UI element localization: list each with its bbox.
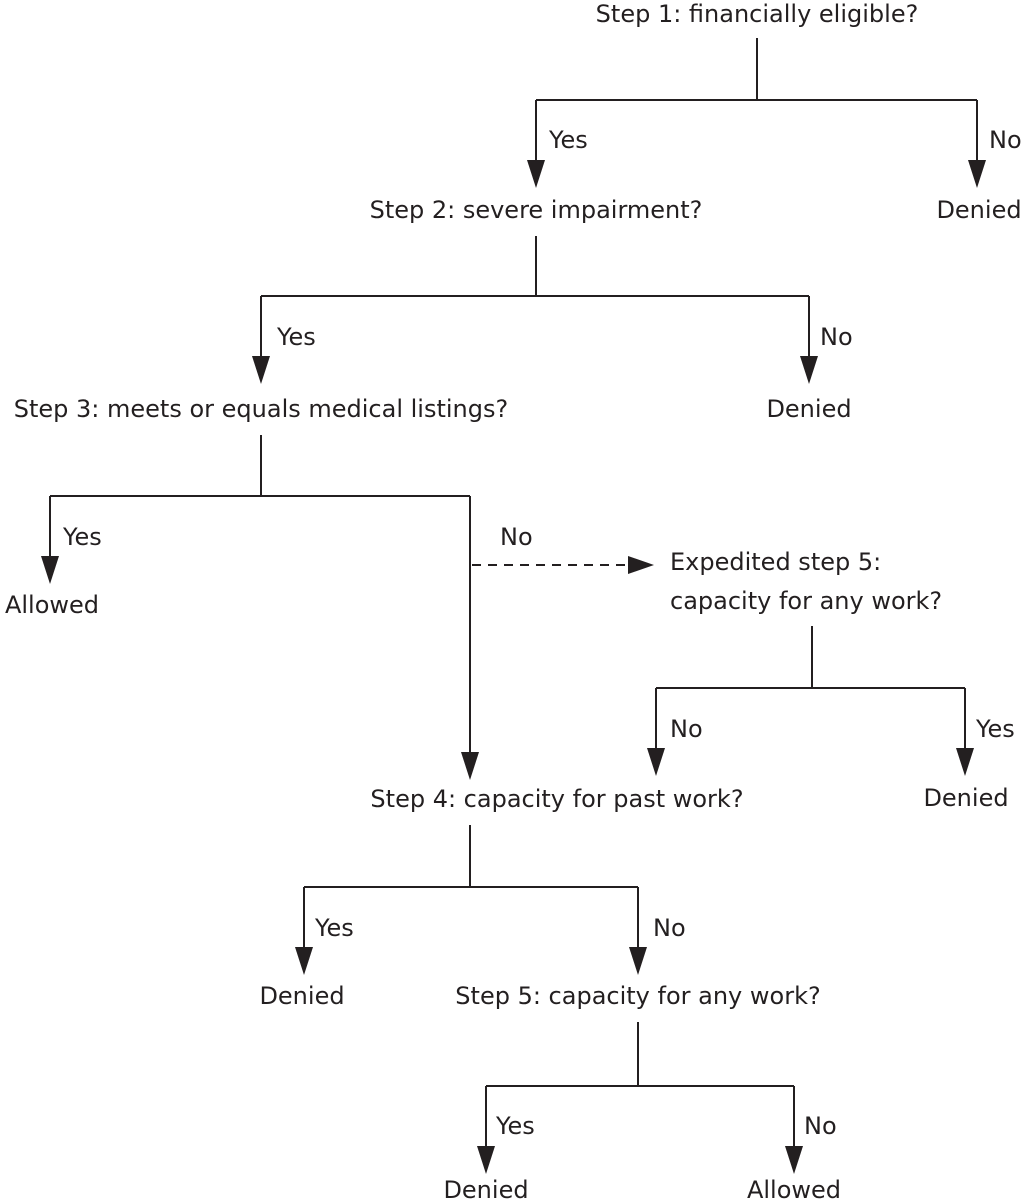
step5-question: Step 5: capacity for any work? [455, 982, 820, 1010]
step3-yes-label: Yes [62, 523, 102, 551]
step4-yes-label: Yes [314, 914, 354, 942]
expedited-branches [647, 626, 974, 776]
arrowhead-icon [647, 748, 665, 776]
arrowhead-icon [252, 356, 270, 384]
arrowhead-icon [41, 556, 59, 584]
step4-question: Step 4: capacity for past work? [370, 785, 743, 813]
step3-no-label: No [500, 523, 533, 551]
step3-branches [41, 435, 654, 780]
step2-no-label: No [820, 323, 853, 351]
step2-question: Step 2: severe impairment? [370, 196, 703, 224]
expedited-step5-line1: Expedited step 5: [670, 548, 881, 576]
arrowhead-icon [295, 947, 313, 975]
step3-yes-outcome: Allowed [5, 591, 99, 619]
step5-no-label: No [804, 1112, 837, 1140]
step1-question: Step 1: financially eligible? [596, 0, 919, 28]
arrowhead-icon [461, 752, 479, 780]
expedited-yes-outcome: Denied [923, 784, 1008, 812]
step4-no-label: No [653, 914, 686, 942]
arrowhead-icon [785, 1146, 803, 1174]
arrowhead-icon [956, 748, 974, 776]
step4-branches [295, 825, 647, 975]
arrowhead-icon [800, 356, 818, 384]
step2-branches [252, 236, 818, 384]
step5-branches [477, 1022, 803, 1174]
step5-yes-outcome: Denied [443, 1176, 528, 1202]
step5-no-outcome: Allowed [747, 1176, 841, 1202]
step1-yes-label: Yes [548, 126, 588, 154]
arrowhead-icon [527, 160, 545, 188]
arrowhead-icon [628, 556, 654, 574]
arrowhead-icon [477, 1146, 495, 1174]
arrowhead-icon [968, 160, 986, 188]
step4-yes-outcome: Denied [259, 982, 344, 1010]
step2-no-outcome: Denied [766, 395, 851, 423]
step1-branches [527, 38, 986, 188]
step2-yes-label: Yes [276, 323, 316, 351]
step3-question: Step 3: meets or equals medical listings… [14, 395, 508, 423]
step1-no-outcome: Denied [936, 196, 1021, 224]
step5-yes-label: Yes [495, 1112, 535, 1140]
step1-no-label: No [989, 126, 1022, 154]
arrowhead-icon [629, 947, 647, 975]
expedited-step5-line2: capacity for any work? [670, 587, 942, 615]
expedited-yes-label: Yes [975, 715, 1015, 743]
expedited-no-label: No [670, 715, 703, 743]
